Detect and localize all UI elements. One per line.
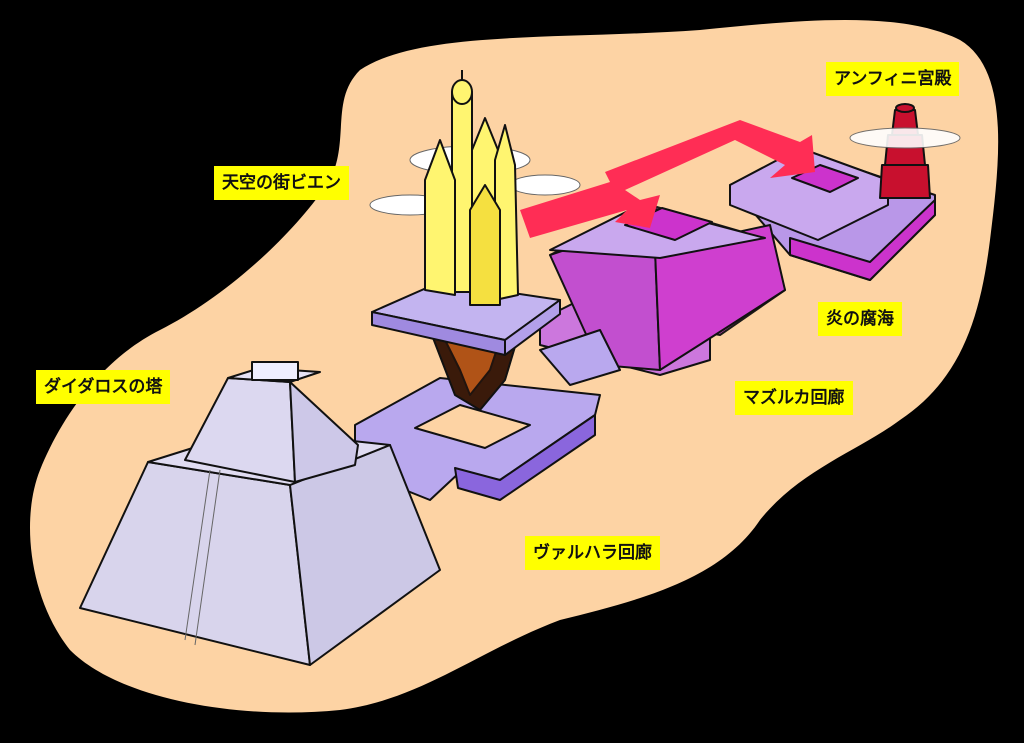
location-label-amphini-palace[interactable]: アンフィニ宮殿 xyxy=(826,62,960,96)
sky-city-bien xyxy=(369,70,581,306)
daedalus-tower xyxy=(79,361,441,666)
route-arrow xyxy=(520,120,815,238)
location-label-daedalus-tower[interactable]: ダイダロスの塔 xyxy=(36,370,171,404)
amphini-palace-tower xyxy=(849,103,961,199)
location-label-mazurka-corridor[interactable]: マズルカ回廊 xyxy=(735,381,853,415)
location-label-valhalla-corridor[interactable]: ヴァルハラ回廊 xyxy=(525,536,660,570)
location-label-sky-city-bien[interactable]: 天空の街ビエン xyxy=(214,166,349,200)
location-label-fire-sea[interactable]: 炎の腐海 xyxy=(818,302,902,336)
